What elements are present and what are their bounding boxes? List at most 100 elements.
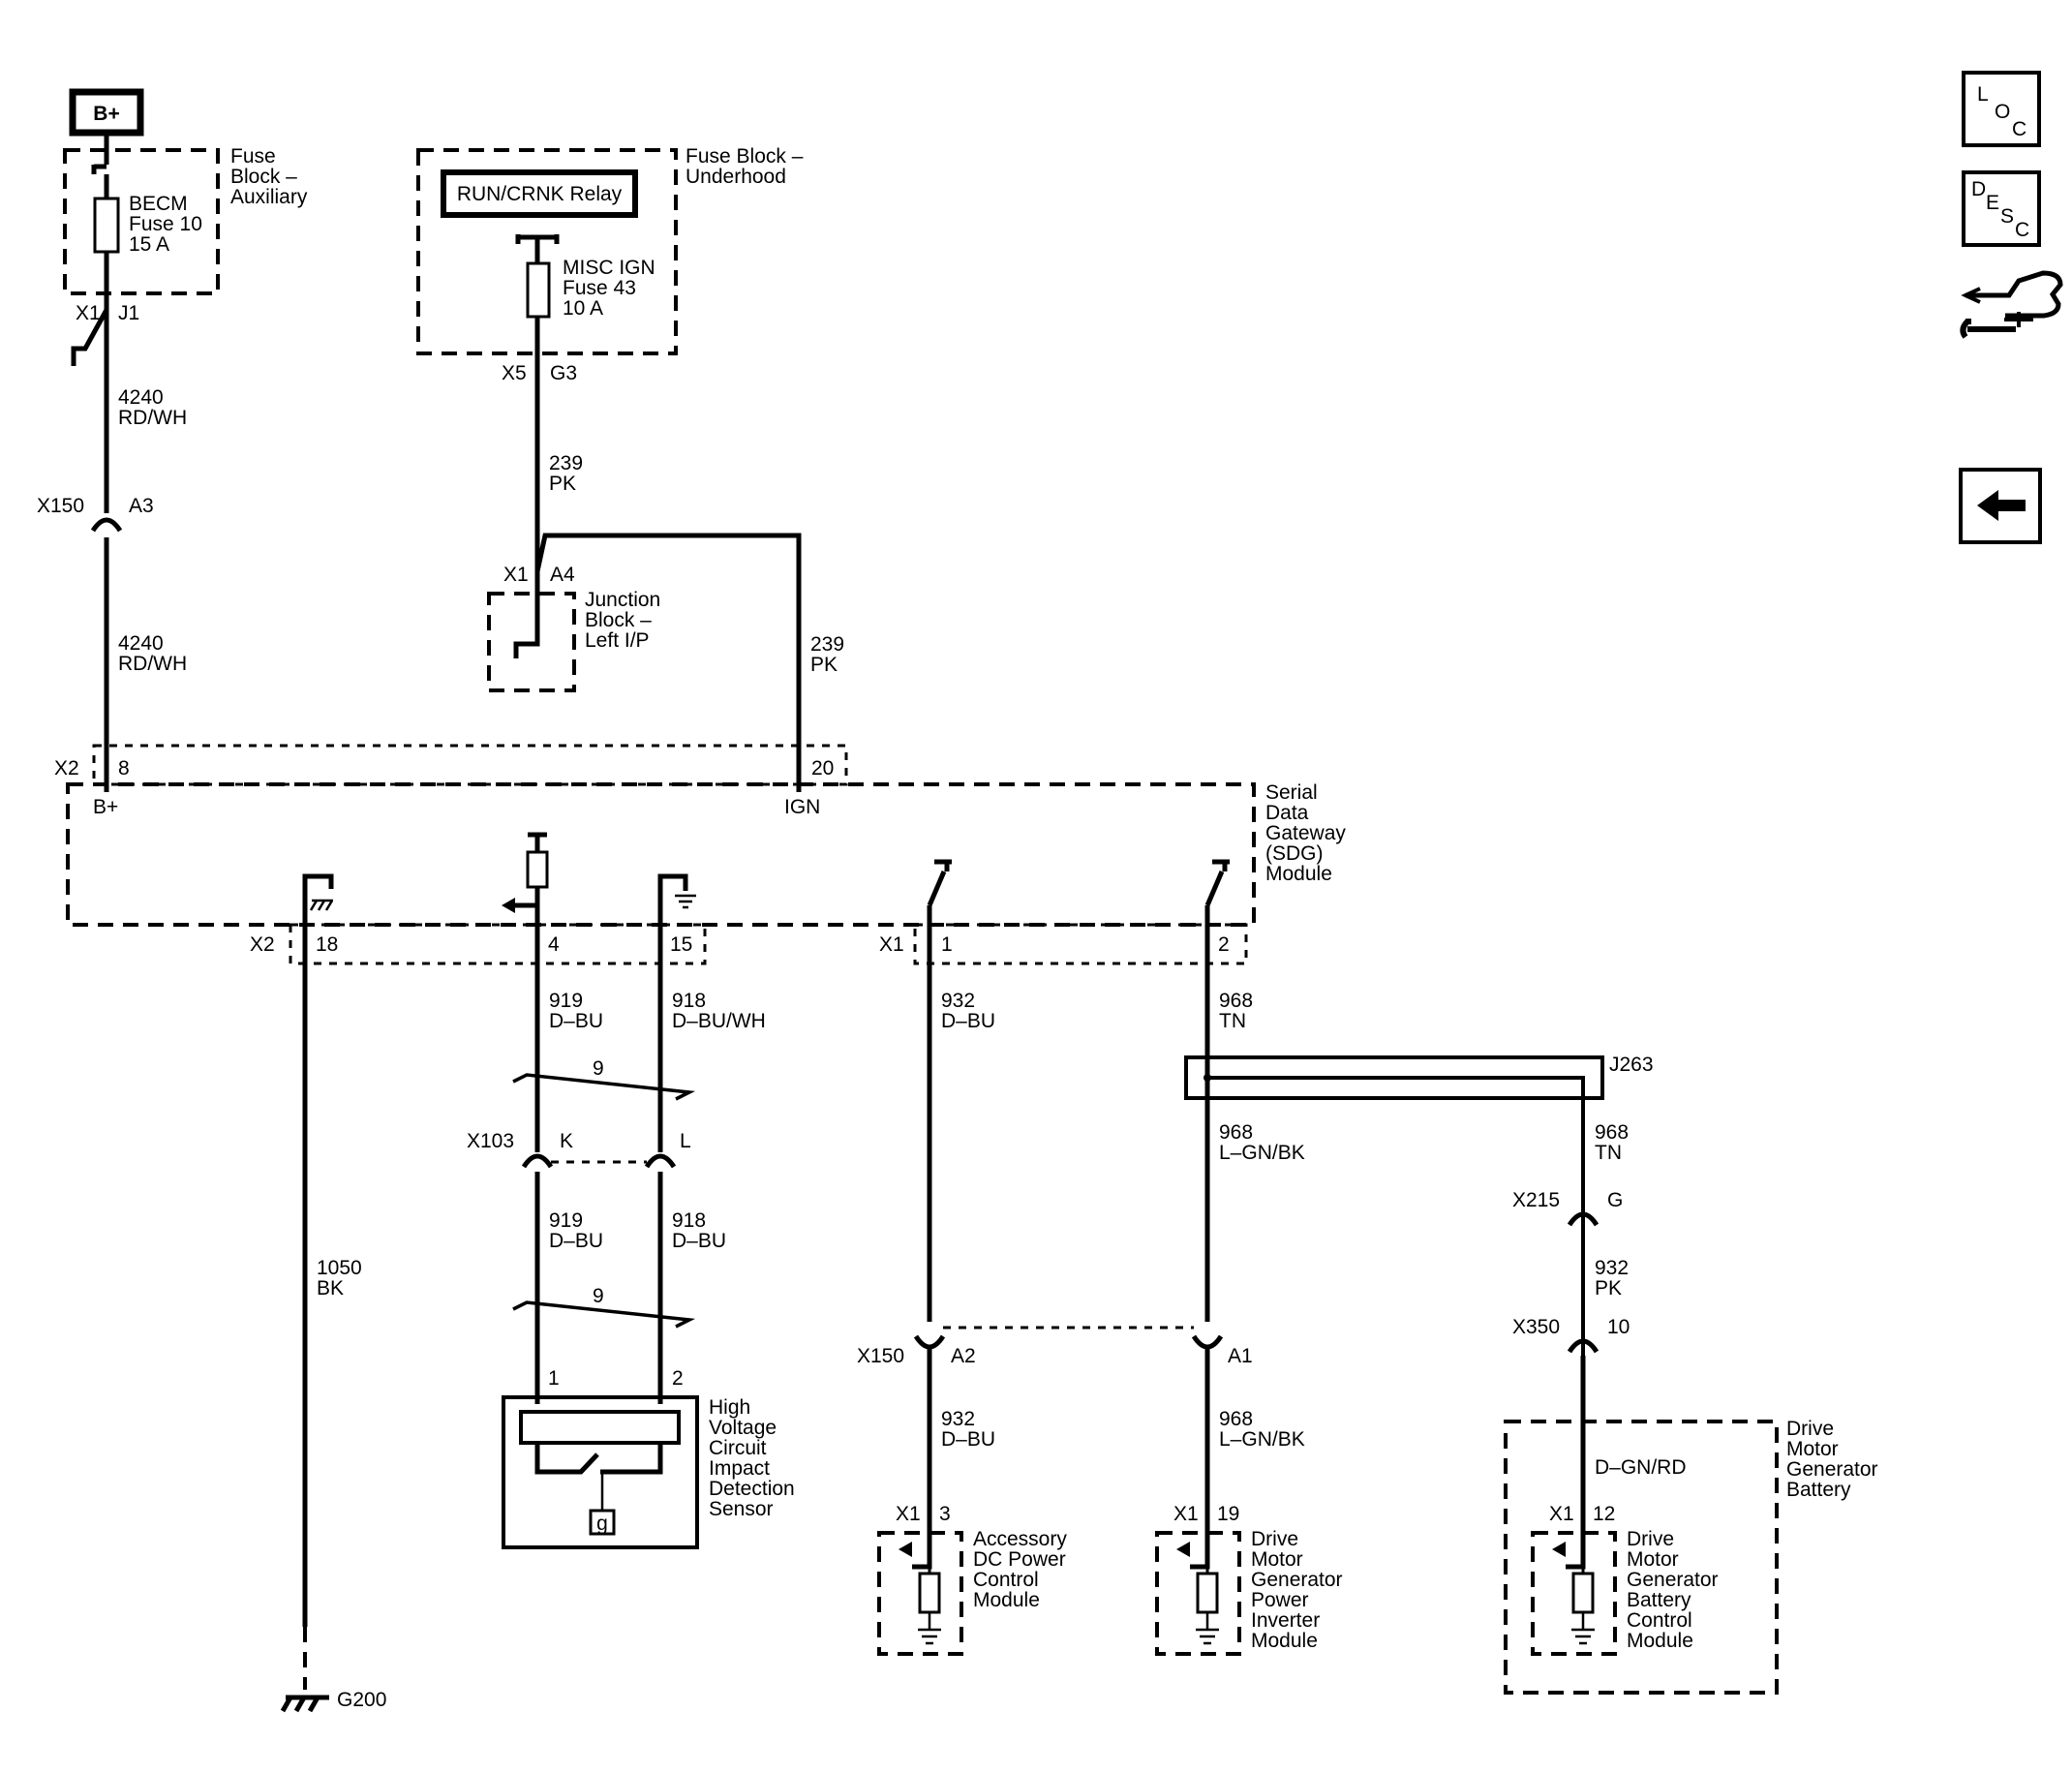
- conn-x1-pin2: 2: [1218, 933, 1230, 956]
- accessory-dc-module-internal: [912, 1533, 932, 1570]
- conn-x150-a3-label: A3: [129, 495, 154, 517]
- svg-text:Motor: Motor: [1627, 1548, 1679, 1571]
- splice-j263-node: [1204, 1074, 1211, 1082]
- back-button[interactable]: [1959, 468, 2042, 544]
- svg-text:PK: PK: [810, 654, 838, 676]
- wire-968-upper-label: 968 TN: [1219, 990, 1253, 1032]
- svg-text:239: 239: [810, 633, 844, 656]
- diagnostic-procedure-button[interactable]: [1960, 270, 2063, 339]
- conn-x2b-pin15: 15: [670, 933, 692, 956]
- junction-block-left-ip: [487, 592, 576, 692]
- svg-text:RD/WH: RD/WH: [118, 407, 187, 429]
- sdg-connector-x2-top: [92, 744, 848, 786]
- ground-g200-label: G200: [337, 1689, 386, 1711]
- wire-1050-label: 1050 BK: [317, 1257, 362, 1299]
- svg-text:Control: Control: [973, 1569, 1039, 1591]
- becm-fuse-10: [93, 197, 120, 254]
- svg-text:Module: Module: [1251, 1630, 1318, 1652]
- battery-control-module-title: Drive Motor Generator Battery Control Mo…: [1627, 1528, 1719, 1652]
- svg-text:BECM: BECM: [129, 193, 188, 215]
- conn-x215-label: X215: [1512, 1189, 1560, 1211]
- svg-text:Drive: Drive: [1251, 1528, 1298, 1550]
- svg-text:968: 968: [1595, 1121, 1629, 1144]
- conn-bat-x1-label: X1: [1549, 1503, 1574, 1525]
- svg-text:O: O: [1995, 101, 2010, 123]
- svg-text:D–BU/WH: D–BU/WH: [672, 1010, 766, 1032]
- conn-junction-x1-label: X1: [503, 564, 529, 586]
- svg-text:919: 919: [549, 1209, 583, 1232]
- svg-text:Module: Module: [973, 1589, 1040, 1611]
- svg-text:Fuse: Fuse: [230, 145, 276, 168]
- fuse-block-auxiliary-title: Fuse Block – Auxiliary: [230, 145, 308, 208]
- drive-motor-battery-box: [1504, 1420, 1779, 1695]
- run-crnk-relay-label: RUN/CRNK Relay: [457, 183, 623, 205]
- svg-text:L: L: [1977, 83, 1989, 106]
- sensor-pin1-label: 1: [548, 1367, 560, 1390]
- svg-text:Gateway: Gateway: [1265, 822, 1346, 844]
- svg-text:BK: BK: [317, 1277, 344, 1299]
- conn-junction-a4-label: A4: [550, 564, 575, 586]
- misc-ign-fuse-43: [526, 261, 551, 319]
- location-button[interactable]: L O C: [1962, 71, 2041, 147]
- sdg-x1-pin2-switch: [1204, 859, 1230, 925]
- conn-x150-a2: A2: [951, 1345, 976, 1367]
- sdg-pin4-supply: [528, 832, 547, 852]
- conn-x103-k: K: [560, 1130, 573, 1152]
- svg-text:Drive: Drive: [1786, 1418, 1834, 1440]
- svg-text:Sensor: Sensor: [709, 1498, 774, 1520]
- battery-control-arrow-icon: [1552, 1542, 1566, 1557]
- power-inverter-resistor: [1196, 1572, 1219, 1614]
- sdg-module-title: Serial Data Gateway (SDG) Module: [1265, 781, 1346, 885]
- svg-text:PK: PK: [1595, 1277, 1622, 1299]
- svg-text:Auxiliary: Auxiliary: [230, 186, 308, 208]
- wire-919-lower-label: 919 D–BU: [549, 1209, 603, 1252]
- connector-x215-symbol: [1567, 1211, 1600, 1227]
- svg-text:Motor: Motor: [1251, 1548, 1303, 1571]
- conn-x2b-pin18: 18: [316, 933, 338, 956]
- svg-text:968: 968: [1219, 1121, 1253, 1144]
- twisted-pair-lower-label: 9: [593, 1285, 604, 1307]
- conn-x2b-pin4: 4: [548, 933, 560, 956]
- description-button[interactable]: D E S C: [1962, 170, 2041, 247]
- connector-x103-k-symbol: [521, 1153, 554, 1169]
- power-inverter-internal: [1190, 1533, 1210, 1570]
- sdg-pin4-resistor: [526, 850, 549, 889]
- impact-sensor-title: High Voltage Circuit Impact Detection Se…: [709, 1396, 795, 1520]
- run-crnk-relay: [441, 169, 638, 218]
- conn-x103-l: L: [680, 1130, 691, 1152]
- svg-text:D–BU: D–BU: [549, 1230, 603, 1252]
- svg-text:PK: PK: [549, 473, 576, 495]
- svg-text:239: 239: [549, 452, 583, 474]
- svg-text:Detection: Detection: [709, 1478, 795, 1500]
- connector-x150-a2-symbol: [913, 1334, 946, 1350]
- sdg-pin4-arrow-icon: [502, 898, 515, 913]
- g-force-icon: [589, 1509, 616, 1536]
- wire-919-upper-label: 919 D–BU: [549, 990, 603, 1032]
- sdg-connector-x2-bottom: [289, 923, 707, 965]
- svg-text:Generator: Generator: [1627, 1569, 1719, 1591]
- svg-text:TN: TN: [1219, 1010, 1246, 1032]
- svg-text:RD/WH: RD/WH: [118, 653, 187, 675]
- connector-j1-terminal: [71, 308, 109, 366]
- svg-text:Underhood: Underhood: [686, 166, 786, 188]
- conn-x1-label: X1: [76, 302, 101, 324]
- sdg-pin15-internal: [657, 873, 688, 925]
- svg-text:918: 918: [672, 1209, 706, 1232]
- relay-output-terminal: [515, 234, 560, 263]
- svg-text:Voltage: Voltage: [709, 1417, 777, 1439]
- svg-text:D–BU: D–BU: [549, 1010, 603, 1032]
- conn-acc-pin3: 3: [939, 1503, 951, 1525]
- svg-text:Motor: Motor: [1786, 1438, 1839, 1460]
- twisted-pair-upper: [512, 1073, 696, 1101]
- svg-text:D–BU: D–BU: [941, 1010, 995, 1032]
- sdg-connector-x1-bottom: [913, 923, 1248, 965]
- accessory-dc-ground-symbol: [918, 1612, 941, 1645]
- connector-x103-l-symbol: [644, 1153, 677, 1169]
- power-inverter-arrow-icon: [1176, 1542, 1190, 1557]
- svg-text:Battery: Battery: [1627, 1589, 1691, 1611]
- conn-acc-x1-label: X1: [896, 1503, 921, 1525]
- svg-text:932: 932: [941, 990, 975, 1012]
- svg-text:Control: Control: [1627, 1609, 1692, 1632]
- svg-text:MISC IGN: MISC IGN: [563, 257, 655, 279]
- svg-text:High: High: [709, 1396, 750, 1419]
